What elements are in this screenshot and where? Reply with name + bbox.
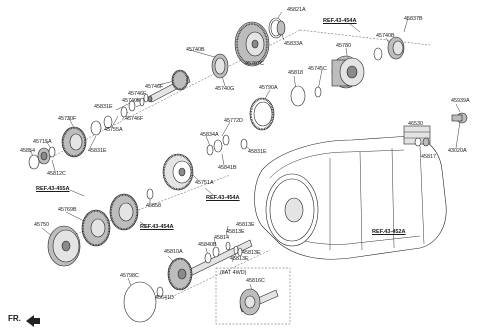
label-45798C: 45798C [120, 273, 139, 279]
label-45813E-b: 45813E [226, 229, 245, 235]
label-45834A: 45834A [200, 132, 219, 138]
label-45790A: 45790A [259, 85, 278, 91]
front-arrow-icon [26, 315, 40, 327]
label-45813E-d: 45813E [230, 256, 249, 262]
ring-45831E-mid [240, 138, 248, 150]
shaft-45740G [211, 53, 229, 79]
ref-label-452A[interactable]: REF.43-452A [372, 229, 406, 235]
rings-45814-45840B [204, 246, 220, 264]
gear-45720F [61, 126, 87, 158]
hub-45740B-right [387, 36, 405, 60]
label-45841B: 45841B [218, 165, 237, 171]
clutch-45780 [331, 55, 365, 89]
label-45840B: 45840B [198, 242, 217, 248]
label-45858: 45858 [146, 203, 161, 209]
ring-45837B [373, 47, 383, 61]
label-45837B: 45837B [404, 16, 423, 22]
ref-label-mid[interactable]: REF.43-454A [206, 195, 240, 201]
label-45812C: 45812C [47, 171, 66, 177]
label-45833A: 45833A [284, 41, 303, 47]
washers-45772D-45834A [206, 134, 230, 156]
label-45740G: 45740G [215, 86, 235, 92]
drum-45767C [234, 21, 270, 67]
rings-45831E-45755A [90, 115, 113, 136]
label-45769B: 45769B [58, 207, 77, 213]
drum-45750 [47, 225, 81, 267]
variant-note: (8AT 4WD) [220, 270, 247, 276]
label-45740B-upper: 45740B [186, 47, 205, 53]
label-45750: 45750 [34, 222, 49, 228]
label-45821A: 45821A [287, 7, 306, 13]
shaft-45740E [147, 69, 191, 103]
label-45751A: 45751A [195, 180, 214, 186]
bearing-45854-45715A-45812C [28, 146, 56, 170]
label-45767C: 45767C [245, 61, 264, 67]
variant-box [215, 267, 291, 325]
label-45817: 45817 [421, 154, 436, 160]
transmission-housing [254, 125, 447, 260]
label-45746F-c: 45746F [125, 116, 144, 122]
label-45720F: 45720F [58, 116, 77, 122]
ring-45833A [276, 20, 286, 36]
label-45755A: 45755A [104, 127, 123, 133]
label-45814: 45814 [214, 235, 229, 241]
gear-45769B [81, 209, 111, 247]
ref-label-455A[interactable]: REF.43-455A [36, 186, 70, 192]
shaft-45810A [167, 239, 253, 291]
label-45831E-a: 45831E [94, 104, 113, 110]
label-45780: 45780 [336, 43, 351, 49]
label-45641D: 45641D [155, 295, 174, 301]
label-45715A: 45715A [33, 139, 52, 145]
label-45772D: 45772D [224, 118, 243, 124]
ring-45745C [314, 86, 322, 98]
label-45831E-b: 45831E [88, 148, 107, 154]
label-45746F-a: 45746F [145, 84, 164, 90]
label-45813E-c: 45813E [242, 250, 261, 256]
ring-gear-45790A [249, 97, 275, 131]
carrier-ref-43-454A [109, 193, 139, 231]
label-45740B-right: 45740B [376, 33, 395, 39]
ref-label-top[interactable]: REF.43-454A [323, 18, 357, 24]
rings-45813E [225, 241, 243, 257]
snapring-45798C [123, 281, 157, 323]
label-46530: 46530 [408, 121, 423, 127]
label-45854: 45854 [20, 148, 35, 154]
drum-45751A [162, 153, 194, 191]
snapring-45818 [290, 85, 306, 107]
label-45831E-c: 45831E [248, 149, 267, 155]
label-45813E-a: 45813E [236, 222, 255, 228]
seal-46530-45817 [414, 137, 430, 147]
label-45746F-b: 45746F [128, 91, 147, 97]
bolt-45939A [451, 112, 468, 124]
label-45745C: 45745C [308, 66, 327, 72]
label-45816C: 45816C [246, 278, 265, 284]
label-43020A: 43020A [448, 148, 467, 154]
label-45939A: 45939A [451, 98, 470, 104]
label-45740E: 45740E [122, 98, 141, 104]
label-45810A: 45810A [164, 249, 183, 255]
label-45818: 45818 [288, 70, 303, 76]
ring-45858 [146, 188, 154, 200]
small-rings-45746F [120, 93, 149, 118]
shaft-45816C [239, 288, 279, 316]
ref-label-lower[interactable]: REF.43-454A [140, 224, 174, 230]
ring-45641D [156, 286, 164, 298]
front-direction-label: FR. [8, 314, 21, 323]
